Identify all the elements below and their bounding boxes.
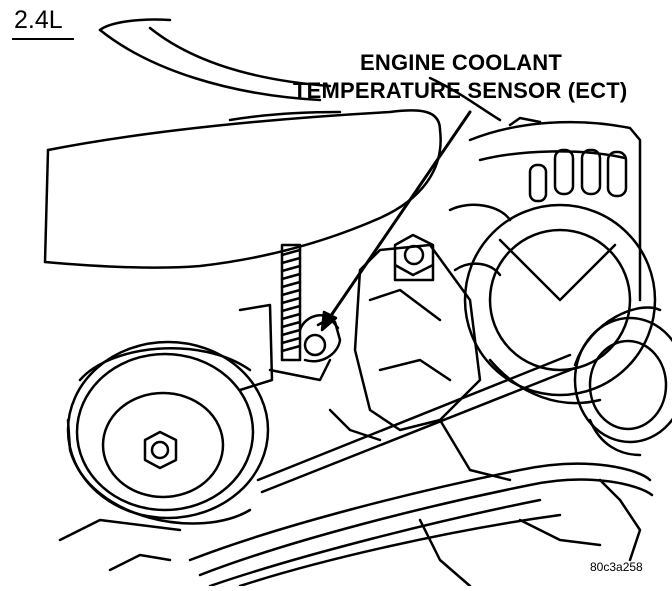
engine-label-underline bbox=[12, 38, 74, 40]
alternator bbox=[448, 116, 657, 405]
bracket-bolt bbox=[393, 233, 435, 282]
callout-label-line1: ENGINE COOLANT bbox=[360, 50, 563, 75]
idler-pulley bbox=[66, 340, 270, 525]
engine-size-label: 2.4L bbox=[14, 6, 63, 34]
callout-arrow bbox=[320, 110, 472, 332]
alternator-pulley bbox=[573, 306, 672, 457]
lower-engine bbox=[58, 110, 642, 588]
threaded-stud bbox=[280, 243, 302, 362]
figure-code: 80c3a258 bbox=[590, 560, 643, 574]
callout-label-line2: TEMPERATURE SENSOR (ECT) bbox=[293, 78, 628, 103]
intake-housing bbox=[43, 18, 502, 269]
drive-belt bbox=[188, 353, 654, 588]
